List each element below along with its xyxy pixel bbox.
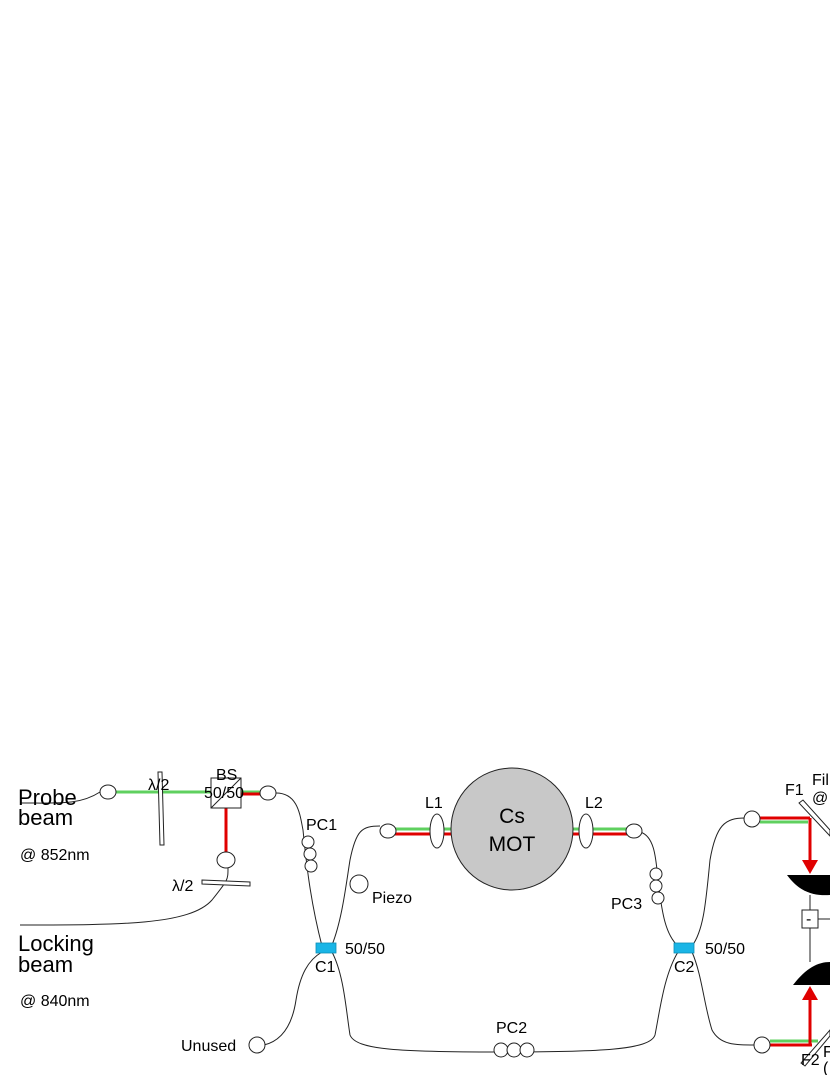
f2-partial-label-line2: ( bbox=[823, 1060, 829, 1075]
bs-output-collimator bbox=[259, 785, 277, 801]
pc1-loop-3 bbox=[304, 859, 318, 873]
locking-wavelength: @ 840nm bbox=[20, 993, 90, 1010]
filter-f2 bbox=[800, 1029, 830, 1067]
c2-label: C2 bbox=[674, 959, 695, 976]
l1-collimator bbox=[379, 823, 397, 839]
piezo-icon bbox=[349, 874, 369, 894]
pc3-loop-3 bbox=[651, 891, 665, 905]
labels: Probe beam @ 852nm Locking beam @ 840nm … bbox=[18, 767, 830, 1075]
c1-to-l1-fiber bbox=[331, 825, 381, 946]
c1-label: C1 bbox=[315, 959, 336, 976]
f2-arrow-head bbox=[802, 986, 818, 1000]
mot-label-line1: Cs bbox=[499, 805, 525, 828]
pc2-loop-2 bbox=[506, 1042, 522, 1058]
unused-collimator bbox=[248, 1036, 266, 1054]
halfwave-lower-label: λ/2 bbox=[172, 878, 193, 895]
piezo-label: Piezo bbox=[372, 890, 412, 907]
bs-label-line2: 50/50 bbox=[204, 785, 244, 802]
l2-label: L2 bbox=[585, 795, 603, 812]
probe-wavelength: @ 852nm bbox=[20, 847, 90, 864]
beam-splitter-diagonal bbox=[210, 777, 242, 809]
pc3-loop-2 bbox=[649, 879, 663, 893]
f1-partial-label-line1: Fil bbox=[812, 772, 829, 789]
locking-input-fiber bbox=[19, 867, 229, 926]
pc2-loop-3 bbox=[519, 1042, 535, 1058]
probe-input-fiber bbox=[19, 791, 101, 804]
optics bbox=[99, 767, 830, 1067]
coupler-c1 bbox=[315, 942, 337, 954]
pc2-label: PC2 bbox=[496, 1020, 527, 1037]
pc2-loop-1 bbox=[493, 1042, 509, 1058]
pc1-label: PC1 bbox=[306, 817, 337, 834]
pc1-loop-2 bbox=[303, 847, 317, 861]
bs-label-line1: BS bbox=[216, 767, 237, 784]
locking-label-line2: beam bbox=[18, 952, 73, 977]
filter-f1 bbox=[798, 799, 830, 837]
subtractor-minus: - bbox=[806, 911, 811, 928]
locking-collimator bbox=[216, 851, 236, 869]
halfwave-plate-lower bbox=[201, 879, 251, 887]
pc3-label: PC3 bbox=[611, 896, 642, 913]
c1-c2-loop-fiber bbox=[331, 951, 679, 1053]
c2-to-f2-fiber bbox=[691, 951, 756, 1046]
photodiode-top bbox=[787, 875, 830, 896]
f1-label: F1 bbox=[785, 782, 804, 799]
c2-ratio-label: 50/50 bbox=[705, 941, 745, 958]
l1-label: L1 bbox=[425, 795, 443, 812]
pc1-loop-1 bbox=[301, 835, 315, 849]
f2-partial-label-line1: F bbox=[823, 1044, 830, 1061]
lens-l1 bbox=[429, 813, 445, 849]
f2-collimator bbox=[753, 1036, 771, 1054]
f1-partial-label-line2: @ bbox=[812, 790, 828, 807]
probe-label-line1: Probe bbox=[18, 785, 77, 810]
l2-collimator bbox=[625, 823, 643, 839]
halfwave-top-label: λ/2 bbox=[148, 777, 169, 794]
probe-collimator bbox=[99, 784, 117, 800]
cs-mot bbox=[450, 767, 574, 891]
f1-collimator bbox=[743, 810, 761, 828]
c1-ratio-label: 50/50 bbox=[345, 941, 385, 958]
pc3-loop-1 bbox=[649, 867, 663, 881]
unused-label: Unused bbox=[181, 1038, 236, 1055]
f2-label: F2 bbox=[801, 1052, 820, 1069]
lens-l2 bbox=[578, 813, 594, 849]
halfwave-plate-top bbox=[157, 771, 165, 846]
c2-to-f1-fiber bbox=[691, 817, 746, 947]
locking-label-line1: Locking bbox=[18, 931, 94, 956]
f1-arrow-head bbox=[802, 860, 818, 874]
unused-fiber bbox=[263, 951, 323, 1046]
photodiode-bottom bbox=[793, 962, 830, 985]
probe-label-line2: beam bbox=[18, 805, 73, 830]
mot-label-line2: MOT bbox=[489, 833, 536, 856]
bs-output-fiber bbox=[275, 792, 323, 947]
coupler-c2 bbox=[673, 942, 695, 954]
